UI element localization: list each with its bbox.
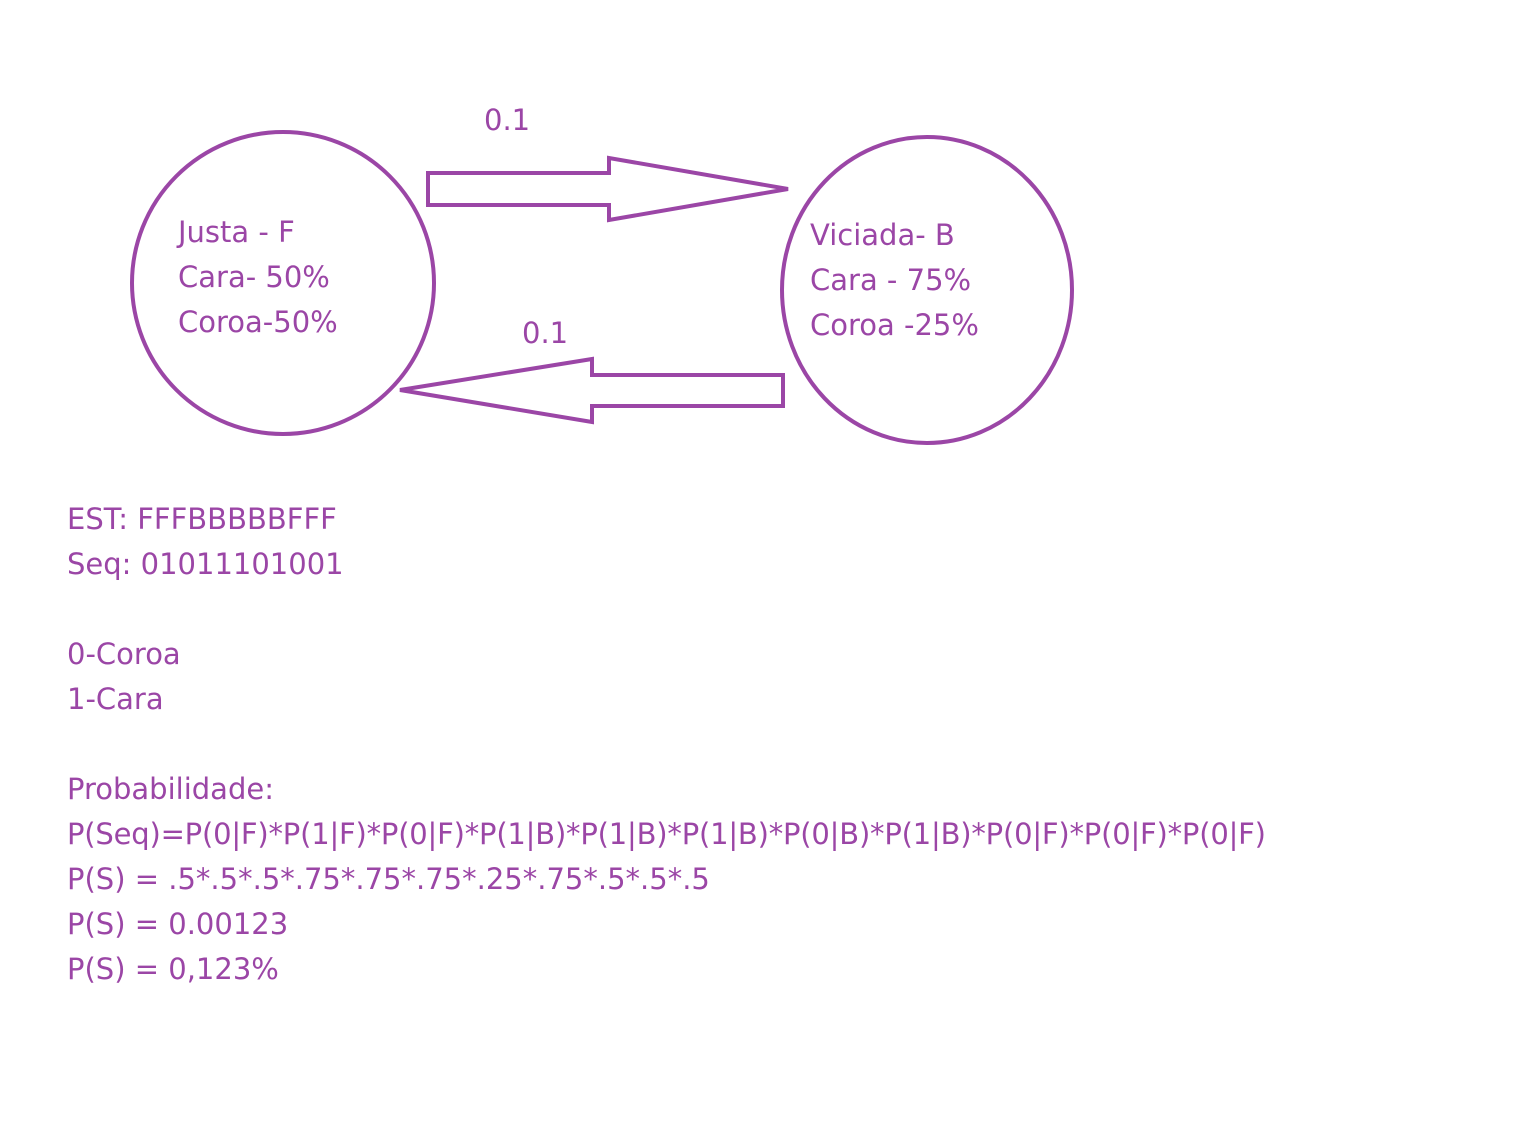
edge-label-biased-to-fair: 0.1 — [522, 316, 569, 350]
state-fair-circle — [130, 130, 436, 436]
edge-label-fair-to-biased: 0.1 — [484, 103, 531, 137]
state-fair-heads: Cara- 50% — [178, 260, 330, 294]
legend-tails: 0-Coroa — [67, 637, 181, 671]
state-fair-title: Justa - F — [178, 215, 295, 249]
state-biased-tails: Coroa -25% — [810, 308, 979, 342]
probability-result-percent: P(S) = 0,123% — [67, 952, 279, 986]
probability-formula: P(Seq)=P(0|F)*P(1|F)*P(0|F)*P(1|B)*P(1|B… — [67, 817, 1266, 851]
transition-arrow-fair-to-biased — [426, 155, 789, 223]
state-fair-tails: Coroa-50% — [178, 305, 338, 339]
state-biased-title: Viciada- B — [810, 218, 955, 252]
state-biased-heads: Cara - 75% — [810, 263, 972, 297]
state-sequence: EST: FFFBBBBBFFF — [67, 502, 337, 536]
state-fair-label: Justa - F Cara- 50% Coroa-50% — [178, 210, 338, 345]
legend-heads: 1-Cara — [67, 682, 164, 716]
probability-product: P(S) = .5*.5*.5*.75*.75*.75*.25*.75*.5*.… — [67, 862, 710, 896]
observation-sequence: Seq: 01011101001 — [67, 547, 344, 581]
probability-heading: Probabilidade: — [67, 772, 274, 806]
state-biased-circle — [780, 135, 1074, 445]
transition-arrow-biased-to-fair — [399, 356, 785, 425]
probability-result-decimal: P(S) = 0.00123 — [67, 907, 289, 941]
state-biased-label: Viciada- B Cara - 75% Coroa -25% — [810, 213, 979, 348]
